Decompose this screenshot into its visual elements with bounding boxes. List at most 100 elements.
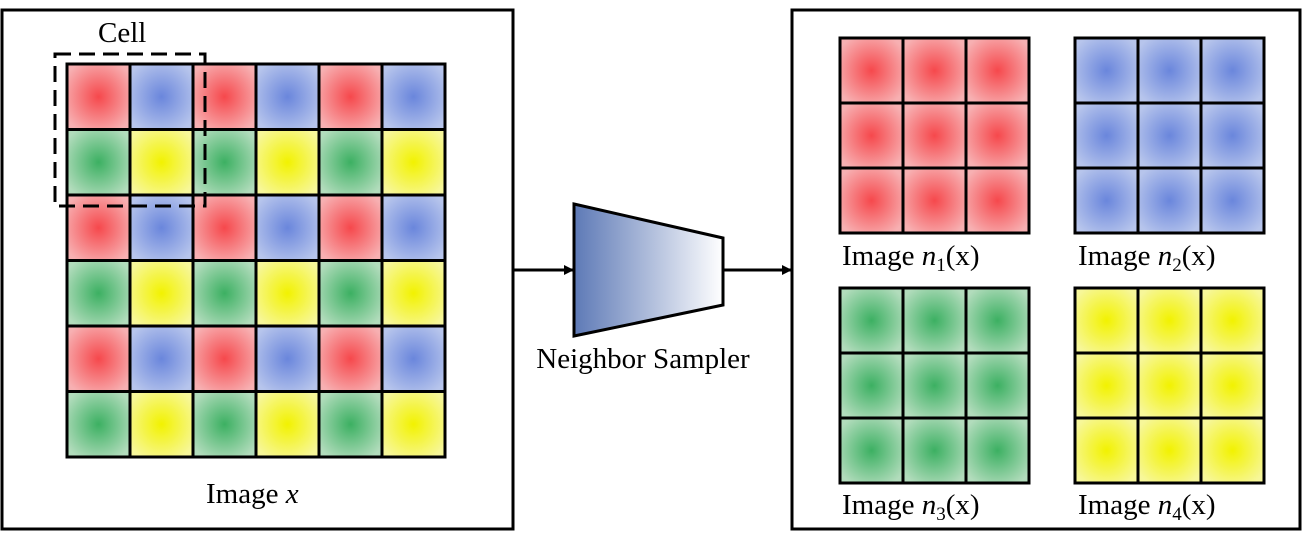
sub-image-n2-grid (1073, 36, 1266, 235)
input-pixel-cell-green (65, 128, 132, 197)
input-pixel-cell-red (191, 193, 258, 262)
caption-subscript: 3 (936, 504, 946, 525)
caption-prefix: Image (1078, 489, 1158, 521)
sub-image-n3-grid (838, 286, 1031, 485)
input-pixel-cell-yellow (128, 128, 195, 197)
sub-image-4-pixel-cell-yellow (1073, 351, 1140, 420)
sub-image-n4-caption: Image n4(x) (1078, 489, 1216, 525)
input-pixel-cell-blue (254, 324, 321, 393)
input-image-caption-var: x (285, 478, 299, 510)
input-pixel-cell-yellow (254, 259, 321, 328)
input-pixel-cell-yellow (380, 259, 447, 328)
sub-image-1-pixel-cell-red (838, 36, 905, 105)
sub-image-4-pixel-cell-yellow (1136, 416, 1203, 485)
sub-image-4-pixel-cell-yellow (1073, 416, 1140, 485)
input-pixel-cell-green (191, 128, 258, 197)
sub-image-3-pixel-cell-green (838, 286, 905, 355)
sub-image-2-pixel-cell-blue (1199, 101, 1266, 170)
caption-fn: n (922, 240, 937, 272)
input-pixel-cell-green (65, 259, 132, 328)
sub-image-3-pixel-cell-green (901, 416, 968, 485)
caption-prefix: Image (842, 240, 922, 272)
input-pixel-cell-blue (254, 193, 321, 262)
caption-arg: (x) (946, 240, 980, 272)
caption-subscript: 2 (1172, 255, 1182, 276)
sub-image-2-pixel-cell-blue (1073, 166, 1140, 235)
sub-image-n4-grid (1073, 286, 1266, 485)
input-image-caption: Image x (206, 478, 299, 510)
caption-prefix: Image (842, 489, 922, 521)
input-pixel-cell-blue (380, 62, 447, 131)
input-pixel-cell-red (65, 324, 132, 393)
sub-image-n2-caption: Image n2(x) (1078, 240, 1216, 276)
sub-image-n3-caption: Image n3(x) (842, 489, 980, 525)
sub-image-1-pixel-cell-red (901, 36, 968, 105)
sub-image-1-pixel-cell-red (964, 36, 1031, 105)
sub-image-4-pixel-cell-yellow (1073, 286, 1140, 355)
sub-image-4-pixel-cell-yellow (1199, 286, 1266, 355)
input-image-grid (65, 62, 447, 459)
sub-image-1-pixel-cell-red (838, 101, 905, 170)
caption-arg: (x) (1182, 489, 1216, 521)
input-pixel-cell-blue (128, 62, 195, 131)
input-pixel-cell-red (317, 193, 384, 262)
caption-fn: n (1158, 489, 1173, 521)
caption-arg: (x) (1182, 240, 1216, 272)
input-pixel-cell-blue (380, 324, 447, 393)
sub-image-1-pixel-cell-red (901, 101, 968, 170)
input-pixel-cell-yellow (128, 259, 195, 328)
cell-dashed-box (53, 52, 207, 208)
sub-image-1-pixel-cell-red (964, 166, 1031, 235)
input-pixel-cell-blue (380, 193, 447, 262)
sub-image-2-pixel-cell-blue (1199, 166, 1266, 235)
sub-image-4-pixel-cell-yellow (1199, 416, 1266, 485)
sub-image-2-pixel-cell-blue (1073, 101, 1140, 170)
caption-fn: n (922, 489, 937, 521)
neighbor-sampler-block (572, 202, 725, 338)
sub-image-2-pixel-cell-blue (1136, 166, 1203, 235)
sub-image-n1-caption: Image n1(x) (842, 240, 980, 276)
sub-image-4-pixel-cell-yellow (1199, 351, 1266, 420)
neighbor-sampler-label: Neighbor Sampler (536, 343, 750, 375)
input-pixel-cell-green (317, 259, 384, 328)
input-pixel-cell-blue (128, 324, 195, 393)
input-pixel-cell-yellow (128, 390, 195, 459)
input-pixel-cell-green (191, 259, 258, 328)
sub-image-2-pixel-cell-blue (1136, 101, 1203, 170)
sub-image-3-pixel-cell-green (901, 351, 968, 420)
sub-image-2-pixel-cell-blue (1199, 36, 1266, 105)
input-pixel-cell-red (191, 62, 258, 131)
caption-fn: n (1158, 240, 1173, 272)
input-pixel-cell-green (317, 390, 384, 459)
caption-subscript: 1 (936, 255, 946, 276)
input-pixel-cell-yellow (254, 128, 321, 197)
sub-image-2-pixel-cell-blue (1136, 36, 1203, 105)
caption-arg: (x) (946, 489, 980, 521)
sub-image-3-pixel-cell-green (964, 416, 1031, 485)
sub-image-1-pixel-cell-red (838, 166, 905, 235)
cell-label: Cell (98, 17, 146, 49)
sub-image-n1-grid (838, 36, 1031, 235)
caption-subscript: 4 (1172, 504, 1182, 525)
input-pixel-cell-yellow (380, 390, 447, 459)
sub-image-3-pixel-cell-green (838, 416, 905, 485)
sub-image-3-pixel-cell-green (901, 286, 968, 355)
input-pixel-cell-red (65, 62, 132, 131)
sub-image-2-pixel-cell-blue (1073, 36, 1140, 105)
sub-image-1-pixel-cell-red (901, 166, 968, 235)
input-image-caption-prefix: Image (206, 478, 286, 510)
input-pixel-cell-green (317, 128, 384, 197)
input-pixel-cell-yellow (380, 128, 447, 197)
input-pixel-cell-red (191, 324, 258, 393)
sub-image-3-pixel-cell-green (838, 351, 905, 420)
input-pixel-cell-yellow (254, 390, 321, 459)
input-pixel-cell-green (191, 390, 258, 459)
sub-image-3-pixel-cell-green (964, 286, 1031, 355)
input-pixel-cell-green (65, 390, 132, 459)
sub-image-3-pixel-cell-green (964, 351, 1031, 420)
sub-image-1-pixel-cell-red (964, 101, 1031, 170)
input-pixel-cell-blue (254, 62, 321, 131)
sub-image-4-pixel-cell-yellow (1136, 351, 1203, 420)
sub-image-4-pixel-cell-yellow (1136, 286, 1203, 355)
